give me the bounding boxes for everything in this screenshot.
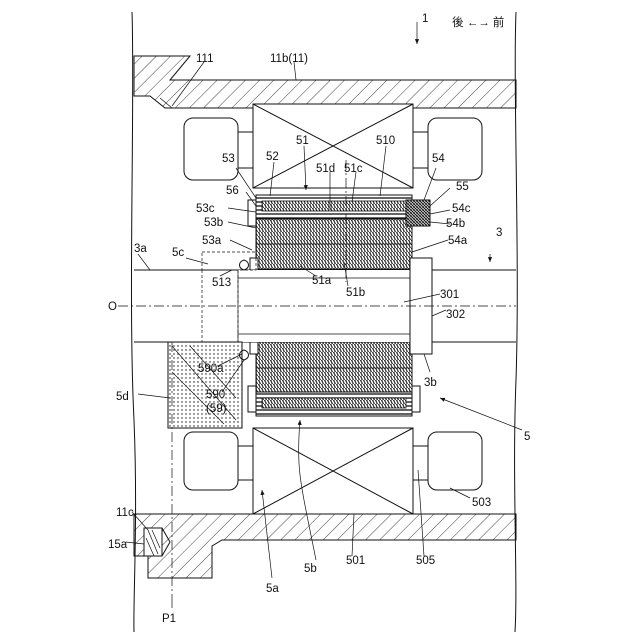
label-5d: 5d bbox=[116, 391, 129, 403]
direction-label: 後 ←→ 前 bbox=[452, 15, 504, 29]
upper-housing-11b bbox=[134, 56, 516, 108]
label-590a: 590a bbox=[198, 363, 224, 375]
label-15a: 15a bbox=[108, 539, 128, 551]
label-51a: 51a bbox=[312, 275, 332, 287]
label-501: 501 bbox=[346, 555, 365, 567]
label-54c: 54c bbox=[452, 203, 471, 215]
label-11c: 11c bbox=[116, 507, 134, 519]
label-590: 590 bbox=[206, 389, 225, 401]
label-59: (59) bbox=[206, 403, 227, 415]
label-5b: 5b bbox=[304, 563, 317, 575]
label-53c: 53c bbox=[196, 203, 215, 215]
label-503: 503 bbox=[472, 497, 491, 509]
label-55: 55 bbox=[456, 181, 469, 193]
label-302: 302 bbox=[446, 309, 465, 321]
label-53b: 53b bbox=[204, 217, 223, 229]
label-53: 53 bbox=[222, 153, 235, 165]
label-5a: 5a bbox=[266, 583, 279, 595]
lower-coil-block bbox=[253, 428, 413, 514]
label-5: 5 bbox=[524, 431, 530, 443]
lower-winding-assembly bbox=[248, 342, 420, 416]
label-301: 301 bbox=[440, 289, 459, 301]
label-11b: 11b(11) bbox=[270, 53, 308, 65]
label-3b: 3b bbox=[424, 377, 437, 389]
label-54a: 54a bbox=[448, 235, 468, 247]
label-51d: 51d bbox=[316, 163, 335, 175]
label-O: O bbox=[108, 301, 117, 313]
label-513: 513 bbox=[212, 277, 231, 289]
label-51b: 51b bbox=[346, 287, 365, 299]
label-1: 1 bbox=[422, 13, 428, 25]
label-505: 505 bbox=[416, 555, 435, 567]
label-510: 510 bbox=[376, 135, 395, 147]
label-3a: 3a bbox=[134, 243, 147, 255]
label-3: 3 bbox=[496, 227, 502, 239]
part-5d-block bbox=[168, 342, 242, 428]
label-P1: P1 bbox=[162, 613, 176, 625]
label-52: 52 bbox=[266, 151, 279, 163]
label-51: 51 bbox=[296, 135, 309, 147]
label-53a: 53a bbox=[202, 235, 222, 247]
lower-housing-11c bbox=[134, 514, 516, 578]
label-54b: 54b bbox=[446, 218, 465, 230]
label-111: 111 bbox=[196, 53, 213, 65]
label-51c: 51c bbox=[344, 163, 363, 175]
upper-winding-assembly bbox=[248, 195, 430, 270]
label-56: 56 bbox=[226, 185, 239, 197]
label-5c: 5c bbox=[172, 247, 184, 259]
label-54: 54 bbox=[432, 153, 445, 165]
